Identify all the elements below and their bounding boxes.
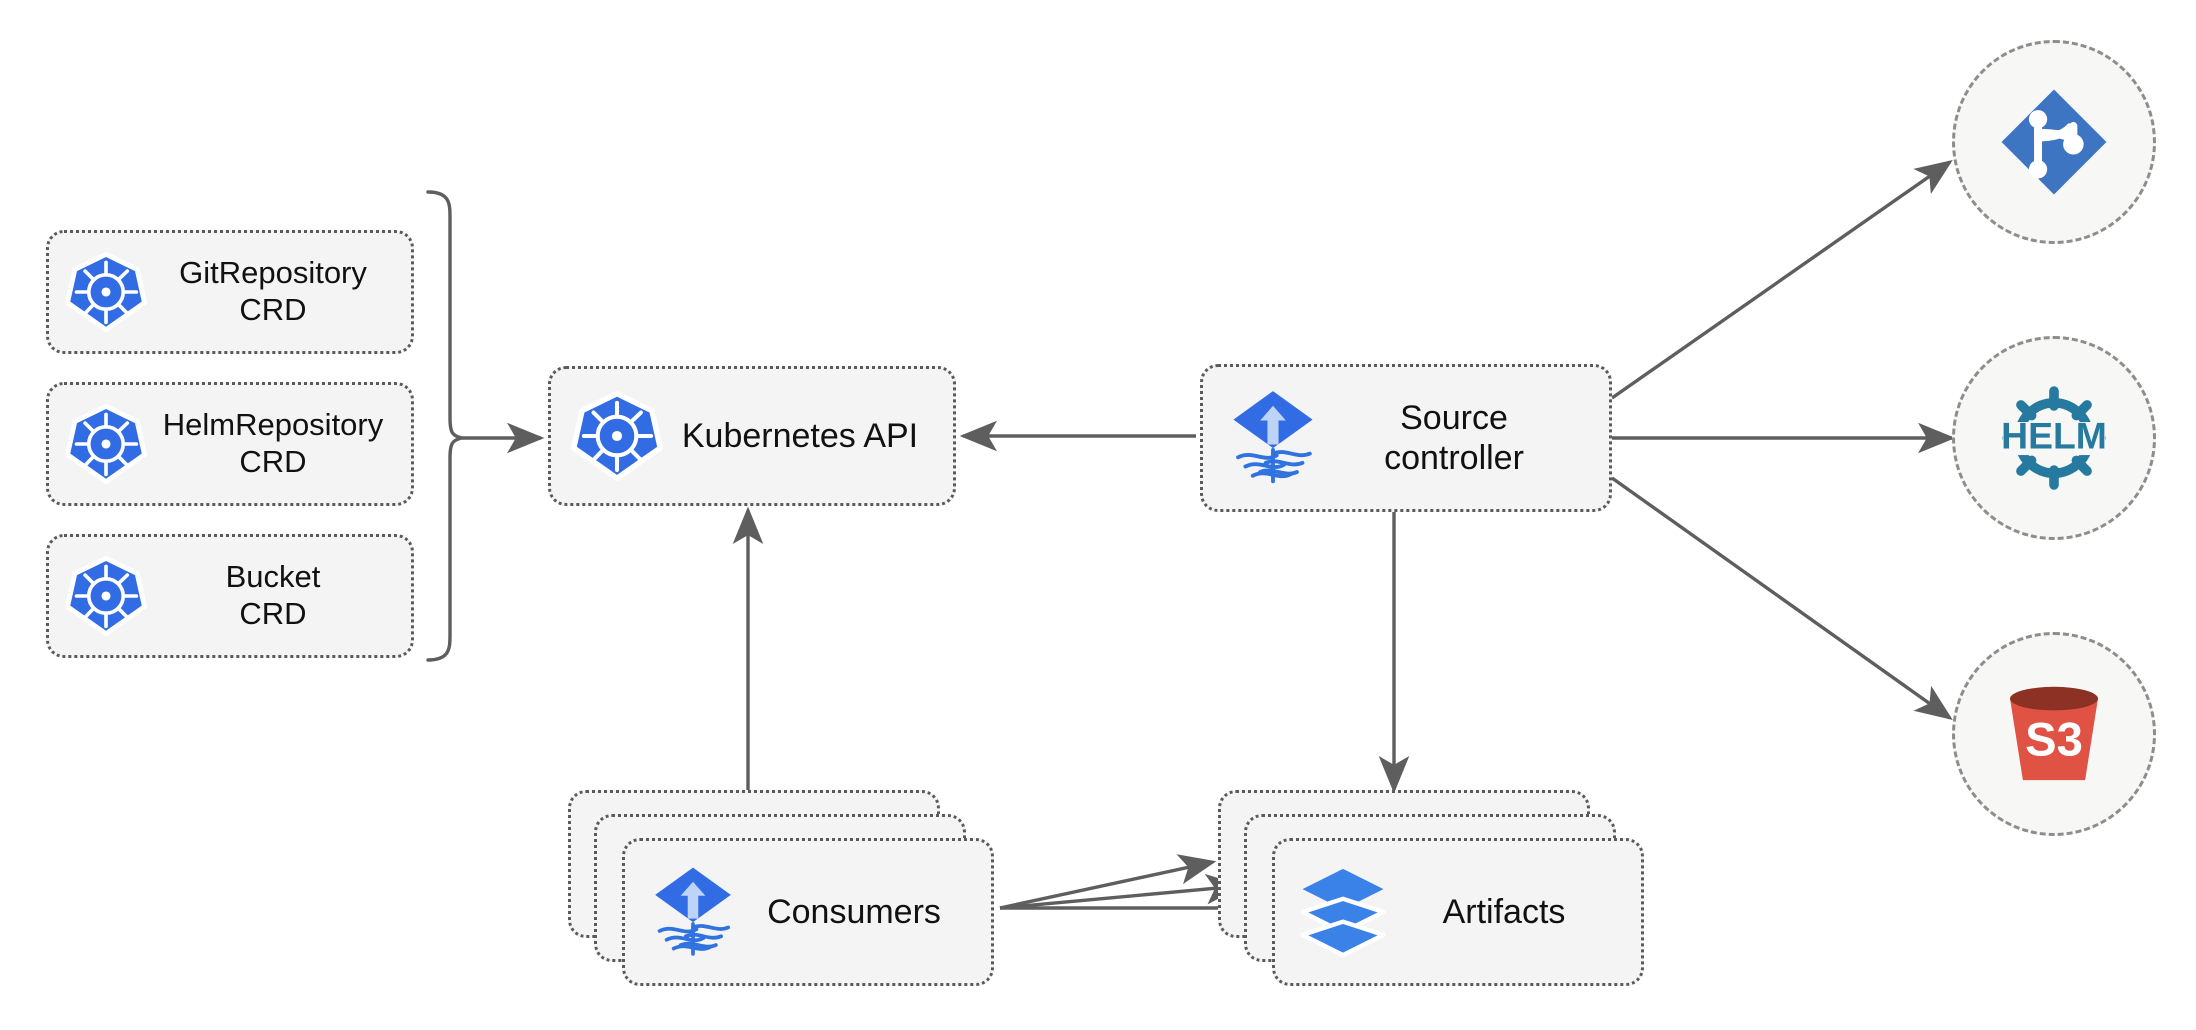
helm-icon: HELM [1990,374,2118,502]
node-external-helm[interactable]: HELM [1952,336,2156,540]
node-artifacts[interactable]: Artifacts [1272,838,1644,986]
node-helmrepository-crd[interactable]: HelmRepository CRD [46,382,414,506]
helm-label: HELM [2001,415,2107,457]
node-label: Kubernetes API [681,416,919,455]
s3-bucket-icon: S3 [1995,675,2113,793]
kubernetes-icon [569,388,665,484]
edge-consumers-to-artifacts-mid [999,873,1244,910]
node-gitrepository-crd[interactable]: GitRepository CRD [46,230,414,354]
node-kubernetes-api[interactable]: Kubernetes API [548,366,956,506]
node-label: HelmRepository CRD [162,407,384,479]
crd-group-brace [426,190,463,662]
node-consumers[interactable]: Consumers [622,838,994,986]
edge-source-controller-to-git [1611,160,1953,400]
kubernetes-icon [63,401,149,487]
node-external-s3[interactable]: S3 [1952,632,2156,836]
node-label: GitRepository CRD [179,255,367,327]
flux-icon [647,862,739,962]
node-label: Consumers [767,892,941,931]
edge-consumers-to-artifacts-back [999,854,1217,910]
layers-icon [1297,862,1389,962]
node-label: Source controller [1384,398,1524,477]
node-label: Artifacts [1442,892,1566,931]
kubernetes-icon [63,249,149,335]
git-icon [1997,85,2111,199]
node-label: Bucket CRD [225,559,321,631]
node-bucket-crd[interactable]: Bucket CRD [46,534,414,658]
edge-source-controller-to-s3 [1611,476,1953,720]
s3-label: S3 [2025,713,2083,766]
kubernetes-icon [63,553,149,639]
node-external-git[interactable] [1952,40,2156,244]
flux-icon [1225,387,1321,489]
node-source-controller[interactable]: Source controller [1200,364,1612,512]
